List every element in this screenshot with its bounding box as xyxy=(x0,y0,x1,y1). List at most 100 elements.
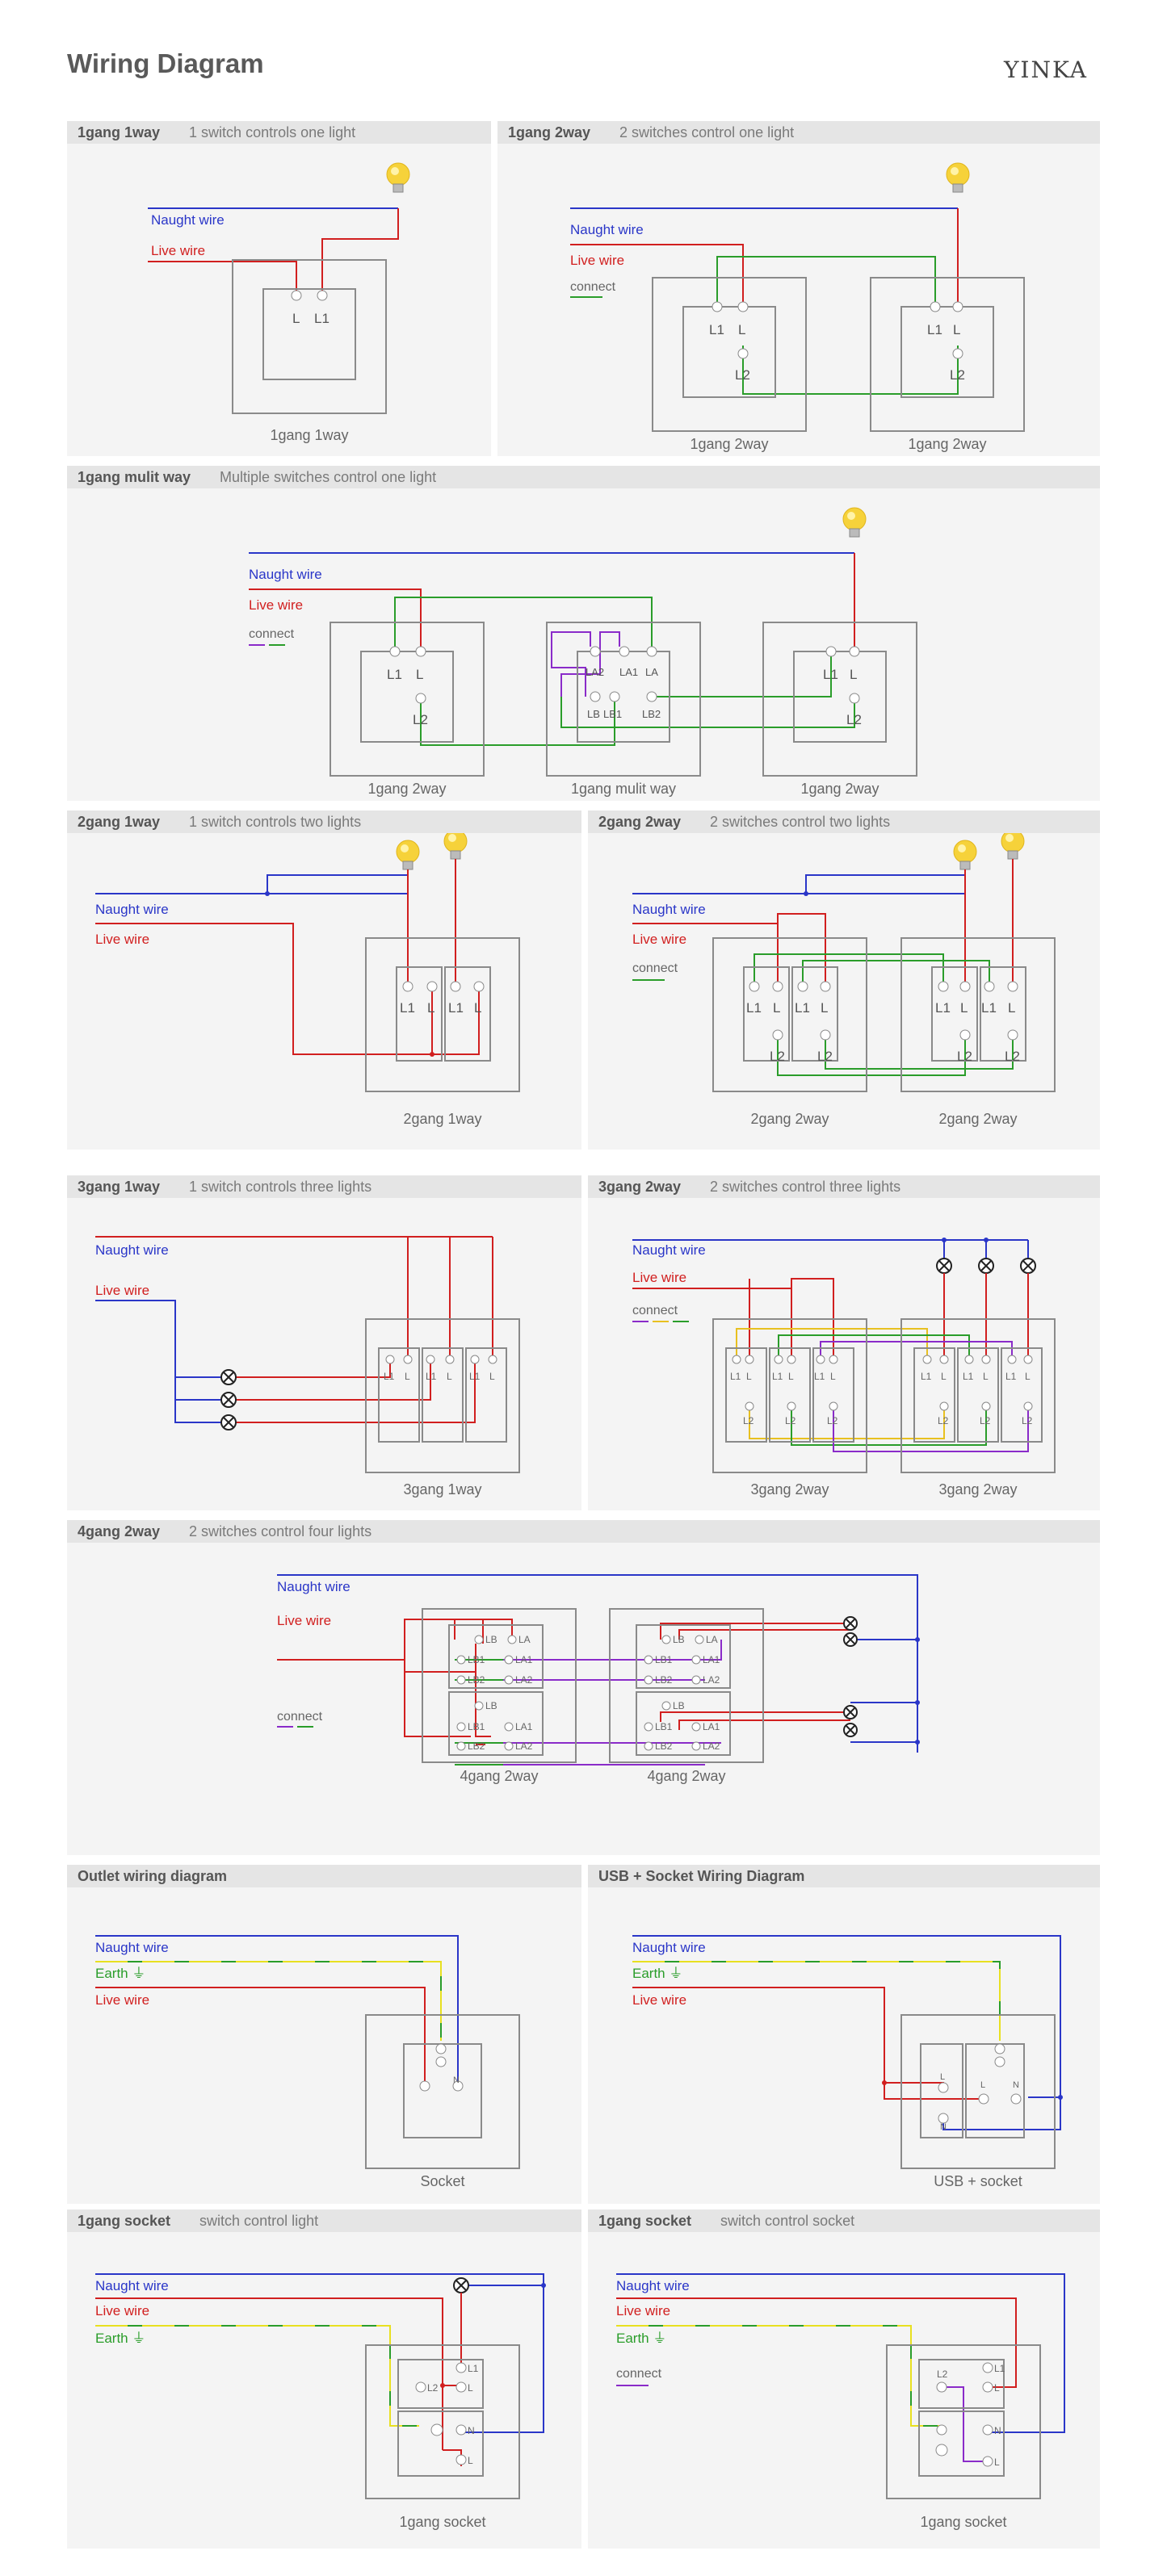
panel-usb-socket-wiring: USB + Socket Wiring Diagram Naught wire … xyxy=(588,1865,1100,2204)
switch-caption: 1gang 2way xyxy=(908,436,986,452)
terminal xyxy=(448,834,456,842)
panel-name: 1gang socket xyxy=(78,2212,171,2229)
switch-plate xyxy=(360,651,454,743)
terminal-label: L2 xyxy=(846,712,862,727)
live-wire-label: Live wire xyxy=(632,1992,686,2008)
terminal-label: LB1 xyxy=(468,1654,485,1665)
terminal xyxy=(772,981,783,992)
panel-desc: Multiple switches control one light xyxy=(220,468,437,485)
terminal xyxy=(456,1722,466,1732)
terminal-label: N xyxy=(468,2425,475,2436)
wire xyxy=(749,1406,945,1439)
live-wire-label: Live wire xyxy=(249,597,303,613)
terminal xyxy=(984,1238,989,1242)
switch-caption: 4gang 2way xyxy=(460,1768,538,1784)
terminal xyxy=(936,2381,947,2393)
lamp-icon xyxy=(220,1392,237,1408)
naught-wire-label: Naught wire xyxy=(95,1242,169,1258)
terminal xyxy=(426,1355,435,1364)
panel-name: 4gang 2way xyxy=(78,1523,161,1539)
terminal xyxy=(402,981,413,992)
terminal-label: L2 xyxy=(785,1415,796,1426)
terminal xyxy=(849,693,860,704)
terminal xyxy=(745,1355,754,1364)
terminal xyxy=(644,1741,653,1751)
terminal-label: N xyxy=(1013,2080,1019,2090)
switch-caption: 2gang 2way xyxy=(750,1111,829,1127)
terminal xyxy=(978,2093,989,2105)
terminal xyxy=(646,691,657,702)
terminal xyxy=(712,301,723,312)
diagram-outlet-wiring: Naught wire Earth ⏚ Live wire N Socket xyxy=(95,1935,520,2189)
socket-caption: Socket xyxy=(420,2173,464,2189)
panel-desc: 1 switch controls three lights xyxy=(189,1178,372,1195)
switch-caption: 4gang 2way xyxy=(647,1768,725,1784)
wire xyxy=(777,913,826,986)
terminal xyxy=(915,1700,920,1705)
terminal-label: L xyxy=(788,1371,794,1382)
bulb-icon xyxy=(396,840,420,870)
live-wire-label: Live wire xyxy=(95,2303,149,2318)
terminal xyxy=(1007,1355,1017,1364)
terminal-label: L2 xyxy=(980,1415,991,1426)
switch-plate xyxy=(422,1347,464,1443)
terminal xyxy=(922,1355,932,1364)
terminal xyxy=(644,1655,653,1665)
panel-name: 3gang 2way xyxy=(598,1178,682,1195)
terminal xyxy=(774,1355,783,1364)
wire xyxy=(980,1260,992,1271)
switch-plate xyxy=(609,1608,764,1763)
terminal xyxy=(455,2381,467,2393)
terminal xyxy=(946,162,970,186)
terminal-label: LB xyxy=(587,708,600,720)
terminal xyxy=(455,2424,467,2436)
bulb-icon xyxy=(443,833,468,860)
switch-plate xyxy=(980,966,1026,1062)
terminal xyxy=(952,301,963,312)
terminal xyxy=(829,1401,838,1411)
connect-label: connect xyxy=(632,1304,678,1317)
switch-plate xyxy=(546,622,701,777)
terminal-label: LA2 xyxy=(515,1674,533,1686)
terminal-label: L1 xyxy=(469,1371,481,1382)
terminal xyxy=(504,1741,514,1751)
terminal-label: L xyxy=(447,1371,452,1382)
panel-name: 1gang socket xyxy=(598,2212,692,2229)
terminal-label: L1 xyxy=(426,1371,437,1382)
connect-label: connect xyxy=(570,280,616,294)
terminal xyxy=(609,691,620,702)
switch-plate xyxy=(762,622,917,777)
wire xyxy=(754,953,944,986)
terminal xyxy=(825,646,837,657)
wire xyxy=(420,697,615,746)
terminal xyxy=(691,1741,701,1751)
terminal xyxy=(504,1675,514,1685)
switch-plate xyxy=(725,1347,767,1443)
terminal xyxy=(820,1029,831,1041)
terminal-label: L1 xyxy=(981,1000,997,1016)
wire xyxy=(805,874,965,894)
wire xyxy=(632,1961,1001,2041)
terminal xyxy=(939,1355,949,1364)
wire xyxy=(95,923,480,1055)
terminal xyxy=(452,2080,464,2092)
wire xyxy=(942,2386,988,2462)
brand-logo: YINKA xyxy=(1003,57,1088,83)
terminal xyxy=(386,162,410,186)
terminal-label: LB1 xyxy=(468,1721,485,1732)
bulb-icon xyxy=(386,162,410,193)
panel-name: 2gang 2way xyxy=(598,813,682,830)
terminal xyxy=(403,1355,413,1364)
terminal xyxy=(456,1741,466,1751)
switch-plate xyxy=(392,183,404,193)
terminal-label: L1 xyxy=(448,1000,464,1016)
